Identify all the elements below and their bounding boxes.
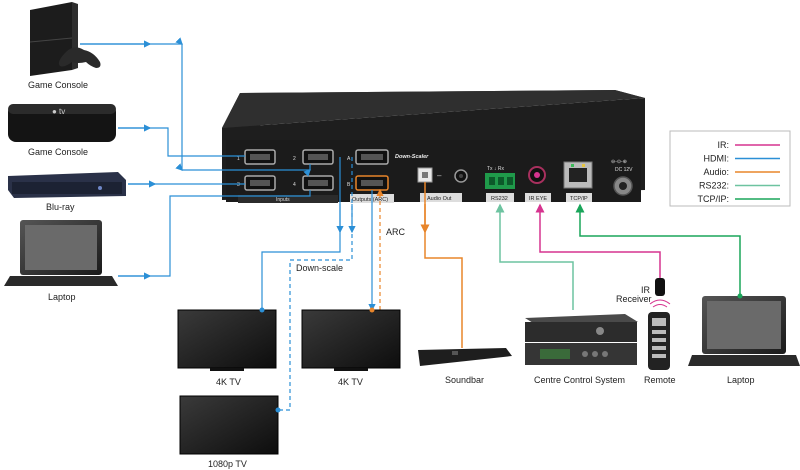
tv-4k-2-label: 4K TV — [338, 377, 363, 387]
tv-1080p-connector — [275, 407, 281, 413]
rs232-label: RS232 — [491, 196, 508, 202]
soundbar-label: Soundbar — [445, 375, 484, 385]
bluray-label: Blu-ray — [46, 202, 75, 212]
legend: IR: HDMI: Audio: RS232: TCP/IP: — [697, 140, 780, 204]
ethernet-led-1 — [571, 164, 574, 167]
ir-eye-strip — [525, 193, 551, 202]
game-console-1-label: Game Console — [28, 80, 88, 90]
hdmi-cable-downscale — [280, 157, 353, 411]
laptop-right-image — [688, 296, 800, 366]
rs232-cable — [495, 203, 574, 310]
port-4-label: 4 — [293, 182, 296, 188]
control-system-image — [525, 314, 638, 365]
ir-receiver-label-line1: IR — [641, 285, 651, 295]
dc-polarity-icon: ⊖-⊙-⊕ — [611, 159, 627, 165]
rs232-pin-1 — [489, 177, 495, 185]
svg-text:● tv: ● tv — [52, 107, 65, 116]
soundbar-image — [418, 348, 512, 366]
tv-1080p-image — [179, 395, 279, 455]
tv-4k-1-label: 4K TV — [216, 377, 241, 387]
game-console-1-image — [29, 2, 101, 76]
audio-out-strip — [420, 193, 462, 202]
ir-eye-core — [534, 172, 540, 178]
legend-label: Audio: — [703, 167, 729, 177]
ethernet-led-2 — [582, 164, 585, 167]
laptop-left-image — [4, 220, 118, 286]
laptop-right-label: Laptop — [727, 375, 755, 385]
rs232-pin-2 — [498, 177, 504, 185]
hdmi-input-port-1 — [244, 149, 276, 165]
inputs-strip — [238, 195, 338, 203]
port-1-label: 1 — [237, 156, 240, 162]
rs232-pin-3 — [507, 177, 513, 185]
tv-4k-1-image — [177, 309, 277, 371]
audio-out-label: Audio Out — [427, 196, 452, 202]
rs232-strip — [486, 193, 514, 202]
game-console-2-image: ● tv — [8, 104, 116, 142]
hdmi-cable-laptop — [118, 190, 311, 277]
dc-jack-core — [619, 182, 627, 190]
legend-label: TCP/IP: — [697, 194, 729, 204]
control-system-label: Centre Control System — [534, 375, 625, 385]
down-scaler-label: Down-Scaler — [395, 154, 429, 160]
optical-port-core — [422, 172, 428, 178]
legend-label: IR: — [717, 140, 729, 150]
tv-4k-2-image — [301, 309, 401, 371]
hdmi-input-port-4 — [302, 175, 334, 191]
down-scale-label: Down-scale — [296, 263, 343, 273]
remote-image — [648, 312, 670, 370]
legend-label: RS232: — [699, 181, 729, 191]
tv-1080p-label: 1080p TV — [208, 459, 247, 469]
tcpip-cable — [575, 203, 741, 296]
audio-dash: – — [437, 171, 442, 180]
txrx-label: Tx ↓ Rx — [487, 166, 504, 172]
ir-receiver-image — [649, 278, 671, 308]
port-2-label: 2 — [293, 156, 296, 162]
laptop-right-connector — [737, 293, 743, 299]
port-3-label: 3 — [237, 182, 240, 188]
hdmi-output-port-b — [355, 175, 389, 191]
ethernet-socket — [569, 168, 587, 182]
hdmi-input-port-3 — [244, 175, 276, 191]
remote-label: Remote — [644, 375, 676, 385]
tcpip-strip — [566, 193, 592, 202]
bluray-image — [8, 172, 126, 198]
legend-label: HDMI: — [704, 154, 730, 164]
tv-4k-1-connector — [259, 307, 265, 313]
audio-cable-soundbar — [424, 182, 463, 348]
arc-label: ARC — [386, 227, 406, 237]
ir-eye-label: IR EYE — [529, 196, 547, 202]
legend-box — [669, 130, 791, 207]
tcpip-label: TCP/IP — [570, 196, 588, 202]
hdmi-output-port-a — [355, 149, 389, 165]
outputs-label: Outputs (ARC) — [352, 197, 388, 203]
port-b-label: B — [347, 182, 351, 188]
dc-label: DC 12V — [615, 167, 633, 173]
ir-receiver-label-line2: Receiver — [616, 294, 652, 304]
ir-cable — [535, 203, 661, 278]
audio-jack-core — [459, 174, 463, 178]
game-console-2-label: Game Console — [28, 147, 88, 157]
port-a-label: A — [347, 156, 351, 162]
laptop-left-label: Laptop — [48, 292, 76, 302]
hdmi-input-port-2 — [302, 149, 334, 165]
tv-4k-2-connector — [369, 307, 375, 313]
inputs-label: Inputs — [276, 197, 290, 203]
